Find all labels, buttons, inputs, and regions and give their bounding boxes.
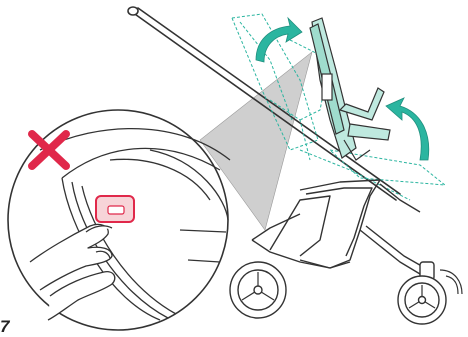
- curved-arrow-icon: [256, 18, 302, 62]
- rear-wheel: [230, 262, 286, 318]
- curved-arrow-icon: [386, 98, 429, 160]
- front-wheel: [398, 262, 446, 324]
- step-number: 7: [0, 318, 9, 335]
- stroller-chassis: [252, 180, 432, 280]
